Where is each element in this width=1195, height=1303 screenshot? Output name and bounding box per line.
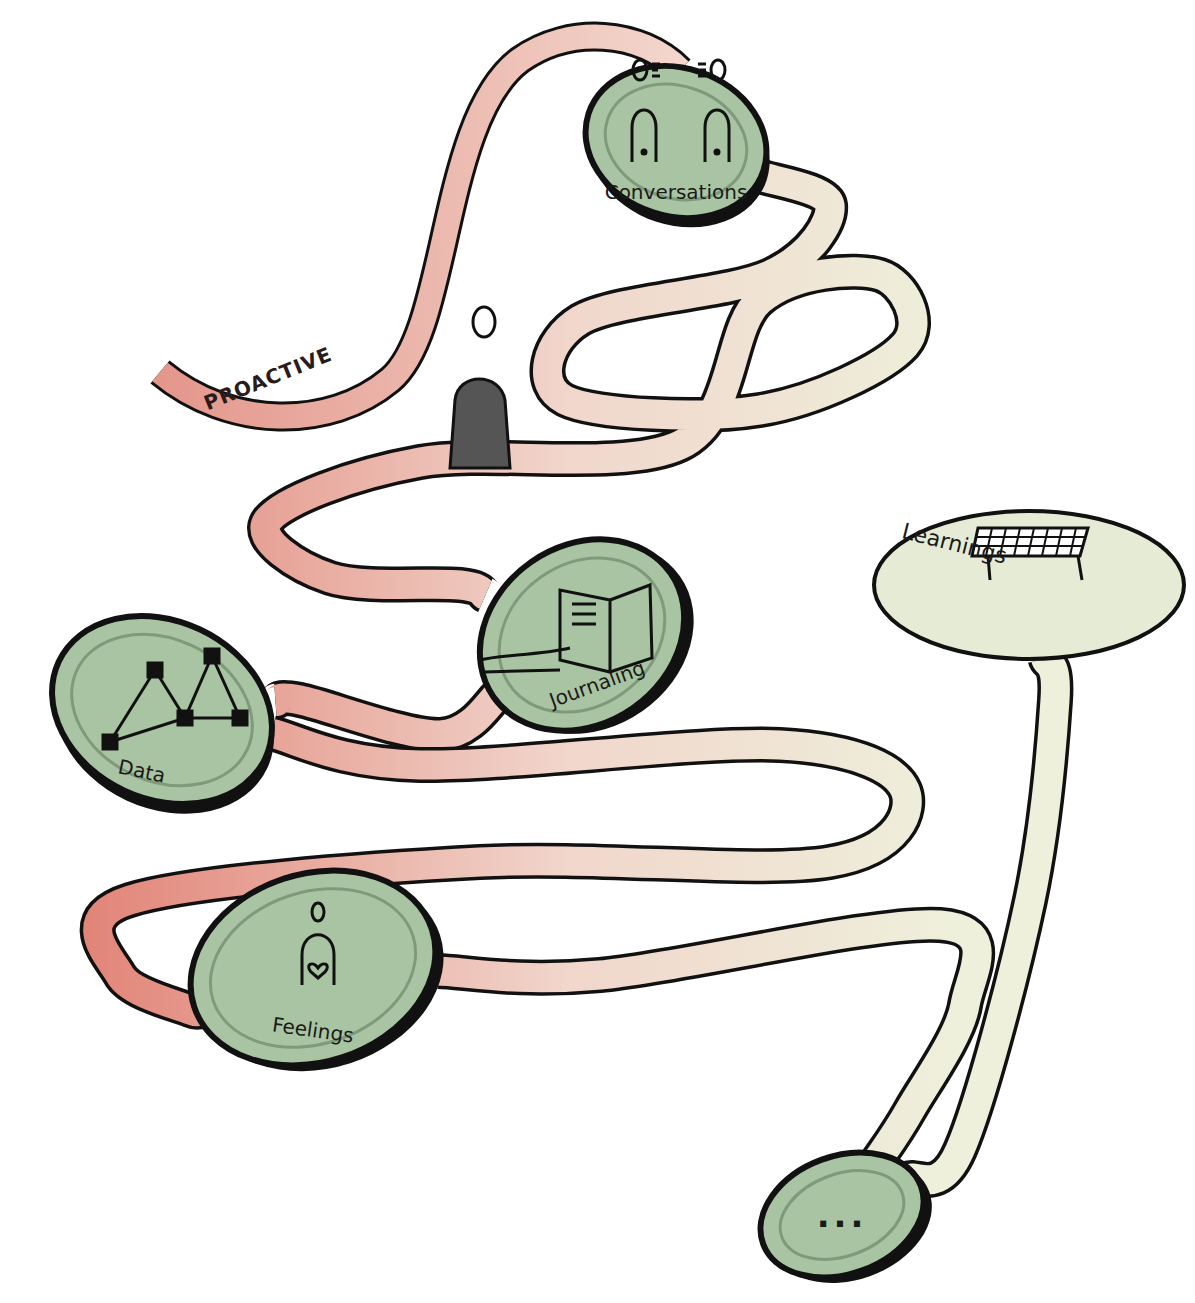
oval-texture bbox=[768, 1155, 916, 1276]
ribbon-connector bbox=[438, 925, 977, 1162]
ribbon-connector bbox=[265, 176, 913, 596]
step-oval: Feelings bbox=[182, 868, 444, 1068]
goal-net bbox=[972, 528, 1088, 580]
goal-oval: Learnings bbox=[868, 505, 1190, 665]
step-oval: Conversations bbox=[578, 62, 774, 222]
person-figure bbox=[450, 307, 510, 468]
book-icon bbox=[480, 585, 652, 672]
step-label: ... bbox=[817, 1195, 868, 1235]
ribbon-fill bbox=[265, 176, 913, 596]
oval-fill bbox=[874, 511, 1184, 659]
oval-texture bbox=[190, 863, 437, 1072]
heart-figure-icon bbox=[302, 903, 334, 985]
oval-texture bbox=[47, 606, 277, 814]
oval-fill bbox=[566, 43, 787, 241]
ribbon-fill bbox=[908, 659, 1055, 1180]
ribbon-outline bbox=[438, 925, 977, 1162]
ribbon-connector bbox=[908, 659, 1055, 1180]
step-label: Conversations bbox=[605, 180, 748, 204]
step-oval: Journaling bbox=[468, 540, 696, 730]
oval-texture bbox=[590, 66, 762, 217]
ribbon-outline bbox=[908, 659, 1055, 1180]
oval-fill bbox=[743, 1131, 941, 1299]
ribbon-fill bbox=[438, 925, 977, 1162]
oval-fill bbox=[165, 840, 461, 1096]
step-oval: Data bbox=[42, 615, 282, 805]
network-icon bbox=[103, 649, 247, 749]
ribbon-label: PROACTIVE bbox=[201, 342, 336, 415]
step-oval: ... bbox=[752, 1150, 932, 1280]
ribbon-outline bbox=[265, 176, 913, 596]
conversation-icon bbox=[632, 60, 729, 162]
oval-fill bbox=[21, 581, 303, 839]
oval-fill bbox=[442, 500, 721, 770]
oval-texture bbox=[469, 526, 695, 743]
